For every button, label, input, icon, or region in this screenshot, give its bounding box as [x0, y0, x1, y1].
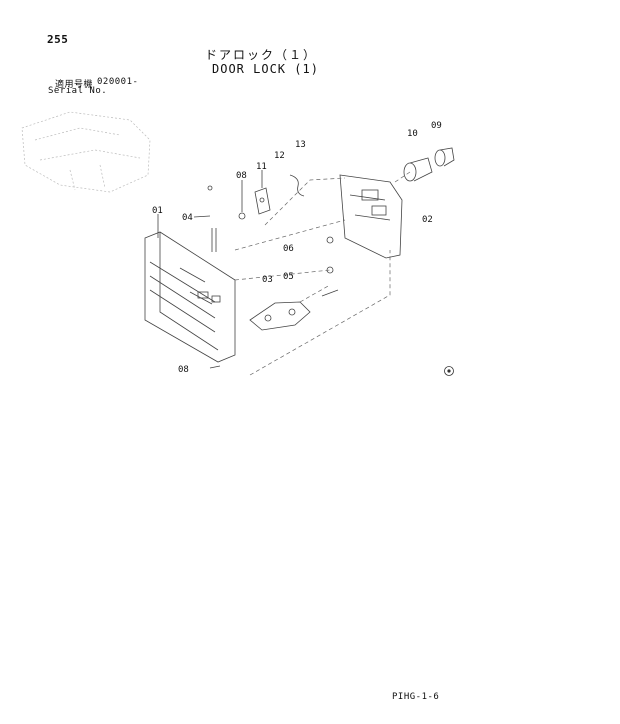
callout-04: 04 — [182, 213, 193, 223]
mounting-bracket — [339, 174, 403, 259]
callout-08-top: 08 — [236, 171, 247, 181]
circled-mark-icon — [444, 366, 454, 376]
assembly-lines — [234, 171, 411, 376]
callout-10: 10 — [407, 129, 418, 139]
serial-label-japanese: 適用号機 — [55, 80, 94, 90]
striker — [249, 301, 311, 331]
serial-value: 020001- — [97, 77, 139, 87]
callout-08-bottom: 08 — [178, 365, 189, 375]
fasteners — [207, 185, 339, 369]
title-japanese: ドアロック（１） — [205, 48, 318, 62]
callout-13: 13 — [295, 140, 306, 150]
callout-05: 05 — [283, 272, 294, 282]
page-number: 255 — [47, 33, 69, 46]
callout-11: 11 — [256, 162, 267, 172]
lock-body — [144, 231, 236, 363]
key-cylinder — [403, 147, 455, 182]
callout-03: 03 — [262, 275, 273, 285]
callout-01: 01 — [152, 206, 163, 216]
callout-02: 02 — [422, 215, 433, 225]
small-plate — [254, 187, 271, 215]
leader-lines — [157, 170, 263, 238]
callout-12: 12 — [274, 151, 285, 161]
clip — [289, 174, 305, 197]
callout-09: 09 — [431, 121, 442, 131]
ghost-outline — [21, 111, 151, 193]
footer-code: PIHG-1-6 — [392, 692, 440, 702]
callout-06: 06 — [283, 244, 294, 254]
serial-label-english: Serial No. — [48, 86, 108, 96]
title-english: DOOR LOCK (1) — [212, 62, 319, 76]
